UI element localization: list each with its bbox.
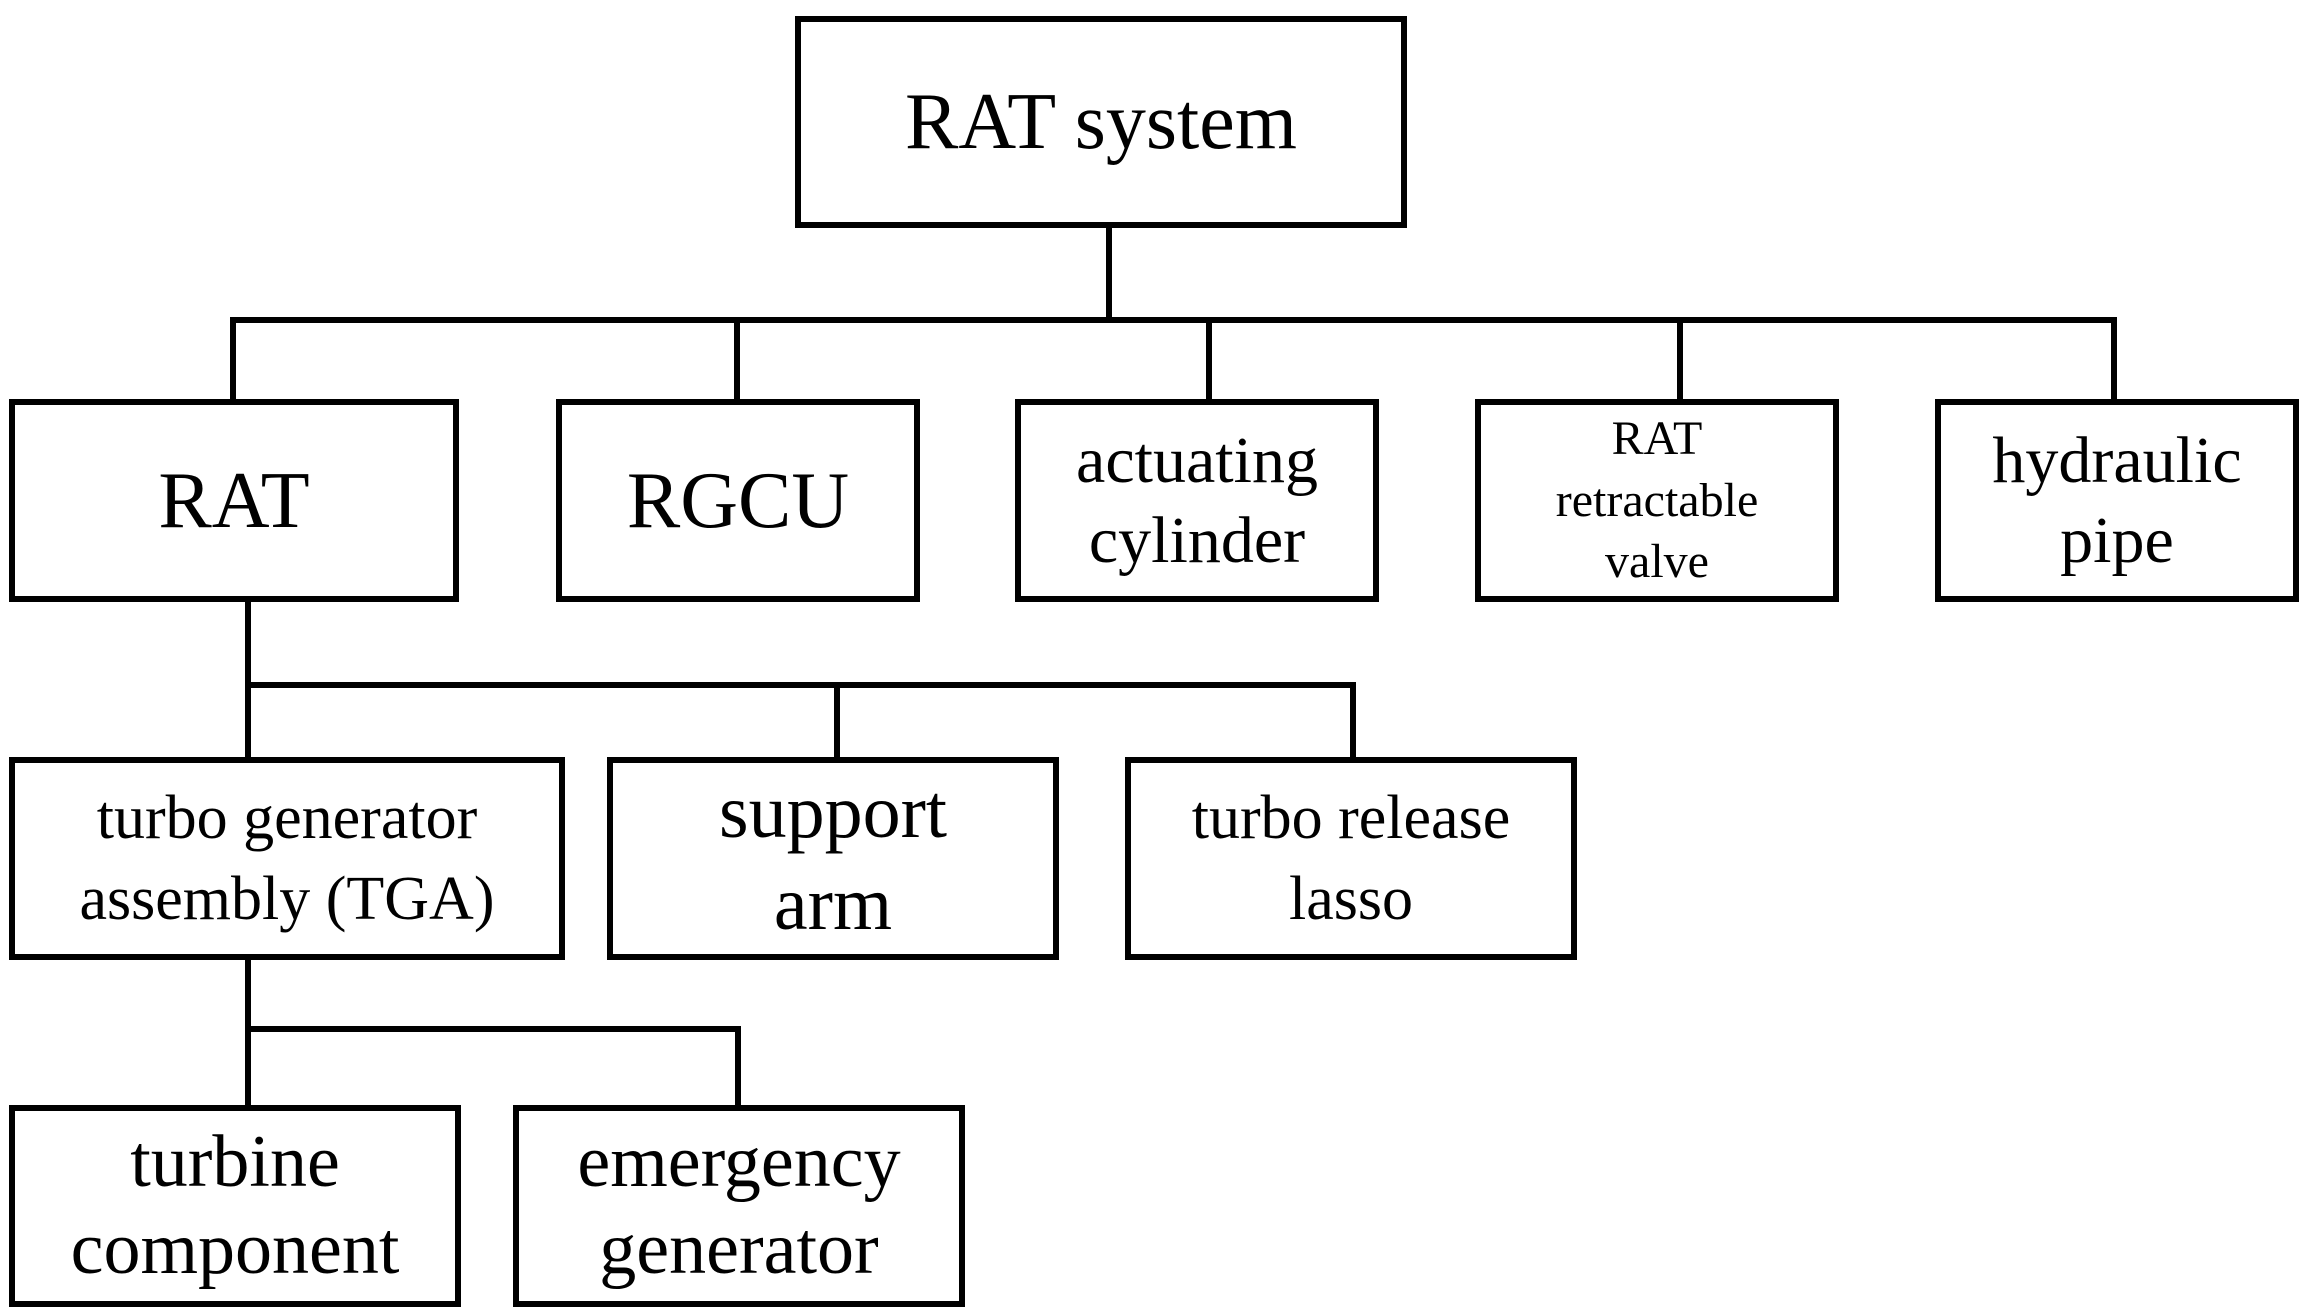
node-turbo-release-lasso: turbo release lasso bbox=[1125, 757, 1577, 960]
node-rat-system-label: RAT system bbox=[905, 78, 1297, 166]
connector-to-support-arm bbox=[834, 682, 840, 760]
connector-level2-bar bbox=[245, 682, 1356, 688]
node-rat-retractable-valve: RAT retractable valve bbox=[1475, 399, 1839, 602]
connector-tga-stem bbox=[245, 956, 251, 1108]
node-actuating-cylinder: actuating cylinder bbox=[1015, 399, 1379, 602]
node-rat-system: RAT system bbox=[795, 16, 1407, 228]
node-hydraulic-pipe: hydraulic pipe bbox=[1935, 399, 2299, 602]
node-rat-retractable-valve-label: RAT retractable valve bbox=[1555, 412, 1759, 589]
node-rgcu-label: RGCU bbox=[626, 456, 850, 545]
connector-to-hydraulic-pipe bbox=[2111, 317, 2117, 402]
node-turbine-component-label: turbine component bbox=[70, 1120, 400, 1290]
node-support-arm-label: support arm bbox=[719, 770, 947, 946]
connector-to-rat-retractable-valve bbox=[1677, 317, 1683, 402]
node-emergency-generator-label: emergency generator bbox=[577, 1120, 901, 1290]
node-emergency-generator: emergency generator bbox=[513, 1105, 965, 1307]
connector-level1-bar bbox=[230, 317, 2117, 323]
connector-to-actuating-cylinder bbox=[1206, 317, 1212, 402]
node-turbo-release-lasso-label: turbo release lasso bbox=[1191, 783, 1511, 933]
node-turbo-generator-assembly-label: turbo generator assembly (TGA) bbox=[79, 783, 495, 933]
node-hydraulic-pipe-label: hydraulic pipe bbox=[1992, 424, 2242, 577]
connector-root-stem bbox=[1106, 222, 1112, 320]
node-actuating-cylinder-label: actuating cylinder bbox=[1076, 424, 1318, 577]
node-rgcu: RGCU bbox=[556, 399, 920, 602]
connector-to-rat bbox=[230, 317, 236, 402]
connector-rat-stem bbox=[245, 598, 251, 760]
node-support-arm: support arm bbox=[607, 757, 1059, 960]
connector-to-emergency-generator bbox=[735, 1026, 741, 1108]
connector-to-rgcu bbox=[734, 317, 740, 402]
connector-to-turbo-release-lasso bbox=[1350, 682, 1356, 760]
node-turbine-component: turbine component bbox=[9, 1105, 461, 1307]
node-rat-label: RAT bbox=[158, 456, 310, 545]
connector-level3-bar bbox=[245, 1026, 741, 1032]
node-turbo-generator-assembly: turbo generator assembly (TGA) bbox=[9, 757, 565, 960]
node-rat: RAT bbox=[9, 399, 459, 602]
